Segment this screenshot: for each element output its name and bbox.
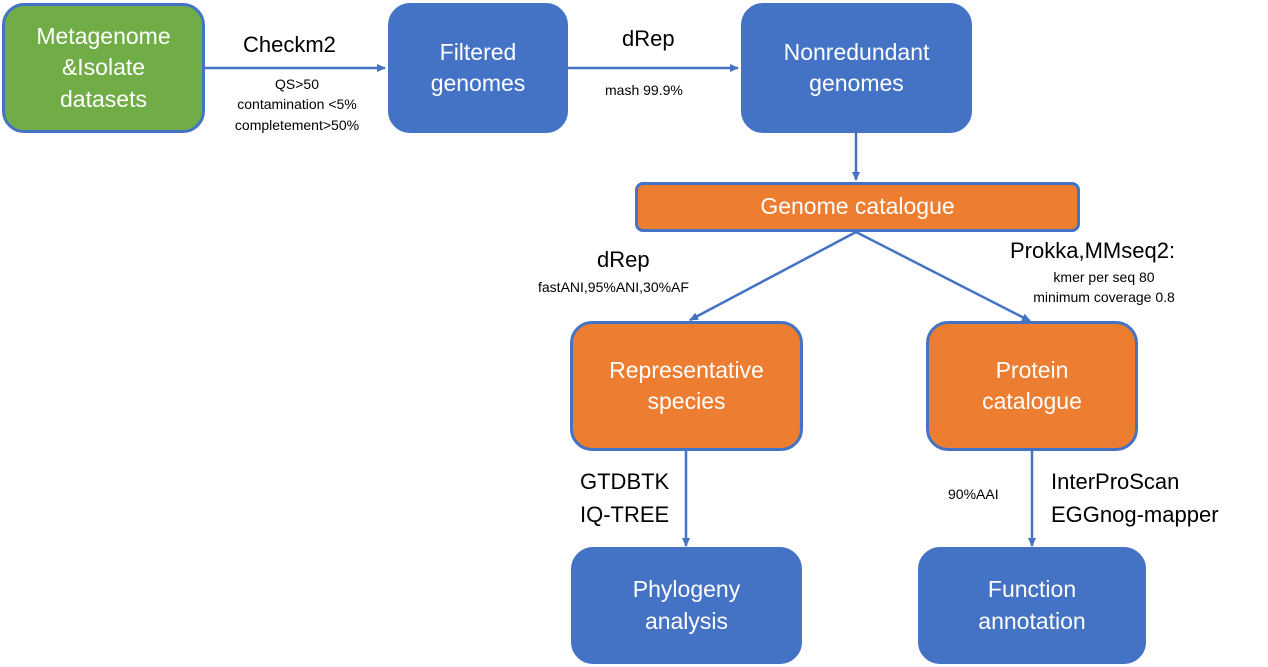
node-nonredundant-genomes-text: Nonredundant genomes — [783, 38, 930, 96]
node-protein-catalogue: Protein catalogue — [926, 321, 1138, 451]
node-filtered-genomes: Filtered genomes — [388, 3, 568, 133]
label-aai-threshold: 90%AAI — [948, 486, 999, 502]
arrow-catalogue-to-protein — [855, 230, 1031, 323]
label-drep-species: dRep — [597, 247, 650, 272]
label-annotation-tools: InterProScan EGGnog-mapper — [1051, 469, 1219, 527]
node-filtered-genomes-text: Filtered genomes — [430, 38, 526, 96]
node-phylogeny-analysis: Phylogeny analysis — [571, 547, 802, 664]
node-representative-species-text: Representative species — [609, 356, 764, 414]
node-genome-catalogue-text: Genome catalogue — [760, 193, 955, 220]
label-checkm2: Checkm2 — [243, 32, 336, 57]
label-checkm2-criteria: QS>50 contamination <5% completement>50% — [234, 76, 360, 133]
label-mash-threshold: mash 99.9% — [605, 82, 683, 98]
node-datasets: Metagenome &Isolate datasets — [2, 3, 205, 133]
label-prokka-mmseq2: Prokka,MMseq2: — [1010, 238, 1176, 263]
node-function-annotation-text: Function annotation — [978, 576, 1086, 634]
node-datasets-text: Metagenome &Isolate datasets — [36, 23, 171, 112]
label-fastani-criteria: fastANI,95%ANI,30%AF — [538, 279, 689, 295]
label-phylogeny-tools: GTDBTK IQ-TREE — [580, 469, 670, 527]
node-protein-catalogue-text: Protein catalogue — [982, 356, 1082, 414]
arrow-catalogue-to-representative — [689, 230, 857, 322]
node-function-annotation: Function annotation — [918, 547, 1146, 664]
node-representative-species: Representative species — [570, 321, 803, 451]
label-drep-dedup: dRep — [622, 26, 675, 51]
node-phylogeny-analysis-text: Phylogeny analysis — [632, 576, 741, 634]
label-mmseq2-criteria: kmer per seq 80 minimum coverage 0.8 — [1033, 269, 1175, 306]
node-genome-catalogue: Genome catalogue — [635, 182, 1080, 232]
node-nonredundant-genomes: Nonredundant genomes — [741, 3, 972, 133]
